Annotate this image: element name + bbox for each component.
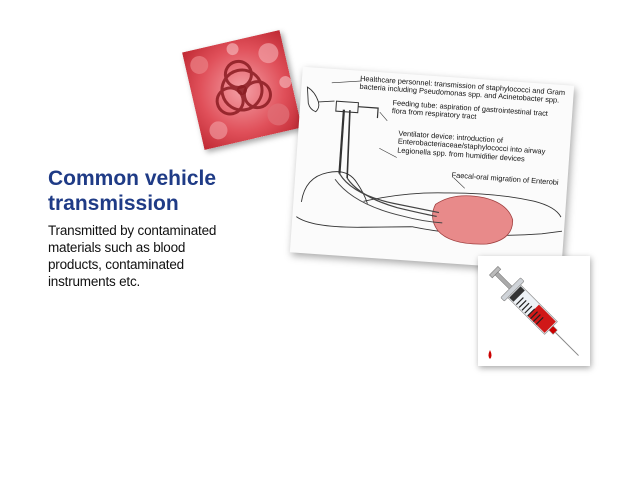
biohazard-image xyxy=(182,30,302,150)
syringe-image xyxy=(478,256,590,366)
title-line: Common vehicle xyxy=(48,167,217,190)
patient-illustration xyxy=(296,80,563,245)
body-line: Transmitted by contaminated xyxy=(48,223,217,238)
stomach-shape xyxy=(432,195,514,245)
blood-drop xyxy=(488,350,492,359)
slide-body: Transmitted by contaminated materials su… xyxy=(48,222,263,290)
infection-diagram: Healthcare personnel: transmission of st… xyxy=(289,66,575,272)
body-line: products, contaminated xyxy=(48,257,184,272)
body-line: instruments etc. xyxy=(48,274,141,289)
slide-title: Common vehicle transmission xyxy=(48,166,288,216)
title-line: transmission xyxy=(48,192,179,215)
body-line: materials such as blood xyxy=(48,240,186,255)
biohazard-icon xyxy=(182,30,302,150)
syringe-icon xyxy=(488,266,579,359)
